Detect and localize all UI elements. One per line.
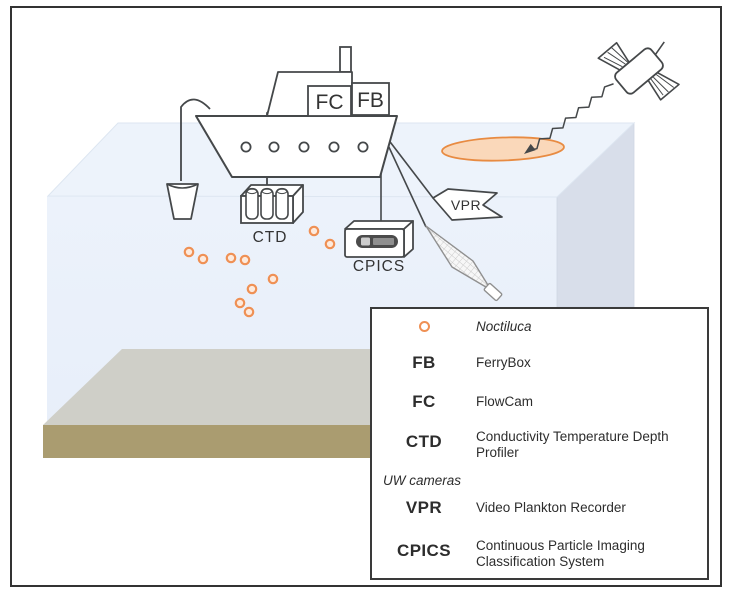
noctiluca-dot [246,283,258,295]
legend-abbr-cpics: CPICS [397,541,451,560]
ctd-label: CTD [253,229,288,246]
legend-box: Noctiluca FB FerryBox FC FlowCam CTD Con… [370,307,709,580]
ferrybox-box [351,82,390,116]
plankton-net-icon [425,225,503,302]
noctiluca-dot [183,246,195,258]
legend-abbr-ctd: CTD [405,432,443,451]
noctiluca-dot [239,254,251,266]
bucket-icon [166,183,199,220]
satellite-antenna [654,41,665,56]
ctd-bottles [245,187,289,220]
ctd-rosette-icon [240,184,304,224]
flowcam-box-label: FC [316,91,344,114]
ship-icon: FC FB [180,46,398,189]
legend-row-vpr: VPR Video Plankton Recorder [372,498,707,518]
legend-abbr-vpr: VPR [405,498,443,517]
vpr-flag-icon: VPR [432,188,503,221]
legend-desc-ctd: Conductivity Temperature Depth Profiler [476,429,669,460]
ferrybox-box-label: FB [357,89,384,112]
net-cod-end [483,282,503,302]
surface-bloom-icon [441,136,565,162]
noctiluca-dot [225,252,237,264]
legend-row-noctiluca: Noctiluca [372,317,707,337]
legend-desc-noctiluca: Noctiluca [476,319,532,334]
legend-row-cpics: CPICS Continuous Particle Imaging Classi… [372,536,707,569]
vpr-flag-label: VPR [451,197,481,213]
legend-desc-fc: FlowCam [476,394,534,409]
noctiluca-dot [197,253,209,265]
legend-row-fc: FC FlowCam [372,392,707,412]
davit-bucket-cable [180,98,211,181]
satellite-signal-arrow [524,83,614,154]
legend-abbr-fb: FB [412,353,436,372]
legend-row-ctd: CTD Conductivity Temperature Depth Profi… [372,427,707,460]
legend-desc-vpr: Video Plankton Recorder [476,500,626,515]
noctiluca-dot [243,306,255,318]
noctiluca-dot [267,273,279,285]
noctiluca-dot [308,225,320,237]
satellite-icon [597,41,680,101]
legend-group-label: UW cameras [383,473,462,488]
legend-desc-cpics: Continuous Particle Imaging Classificati… [476,538,645,569]
flowcam-box [307,85,352,117]
noctiluca-dot [324,238,336,250]
legend-desc-fb: FerryBox [476,355,531,370]
cpics-label: CPICS [353,258,405,275]
ship-mast [339,46,352,73]
portholes [240,141,369,153]
cpics-camera-icon [344,220,414,258]
noctiluca-dots [183,225,336,318]
noctiluca-dot [234,297,246,309]
legend-row-fb: FB FerryBox [372,353,707,373]
noctiluca-dot-icon [418,321,430,332]
legend-abbr-fc: FC [412,392,436,411]
